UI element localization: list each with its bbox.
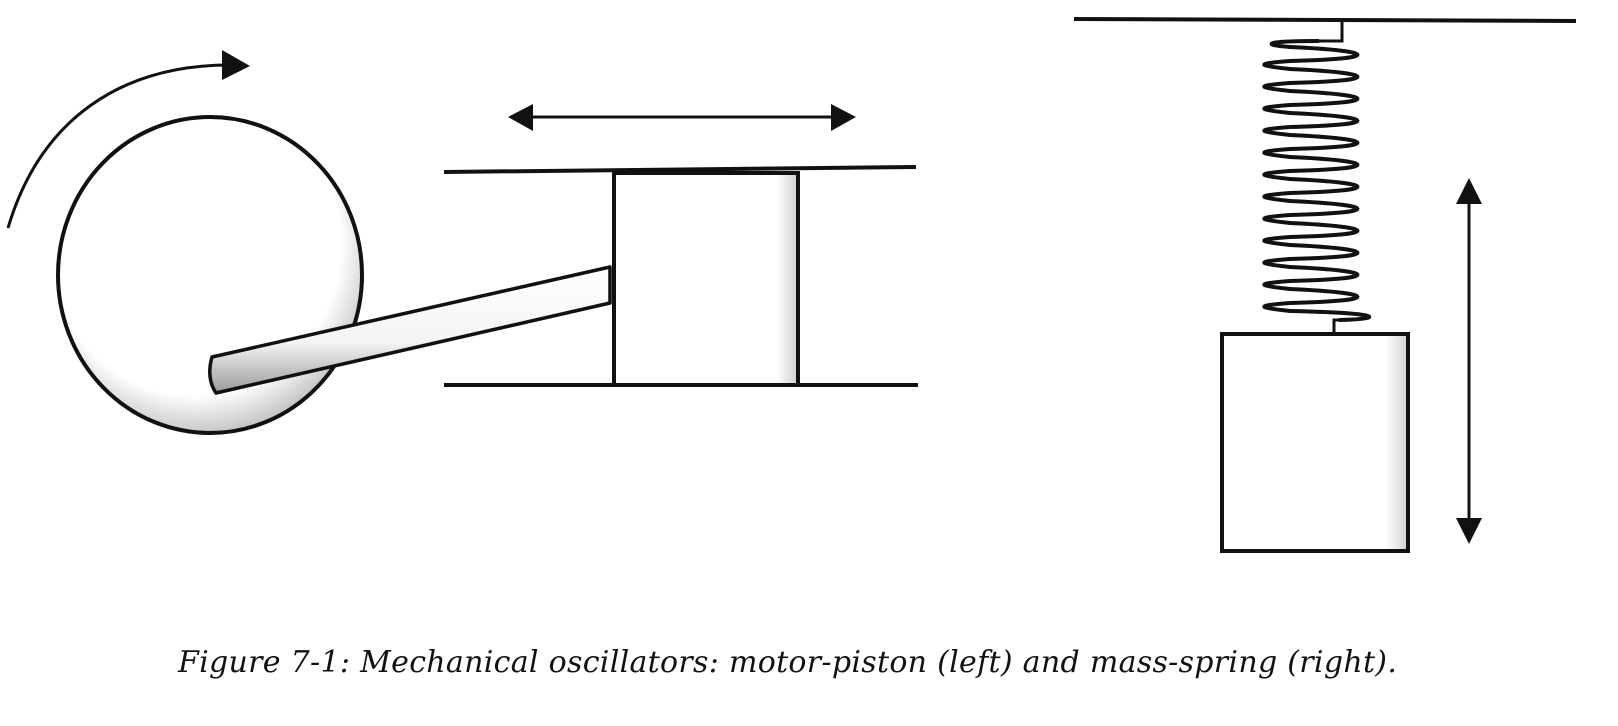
cylinder-top-wall — [443, 165, 917, 174]
arrowhead-left-icon — [508, 104, 533, 131]
connecting-rod — [208, 265, 612, 395]
motor-piston-panel — [6, 50, 918, 435]
rotation-arrowhead-icon — [222, 50, 250, 80]
piston-block — [612, 171, 800, 387]
arrowhead-up-icon — [1456, 178, 1482, 204]
motor-wheel — [56, 115, 364, 435]
mass-spring-panel — [1073, 17, 1577, 553]
arrowhead-down-icon — [1456, 518, 1482, 544]
arrowhead-right-icon — [831, 104, 856, 131]
ceiling-support — [1073, 17, 1577, 23]
spring-bottom-hook — [1332, 318, 1340, 335]
figure-caption: Figure 7-1: Mechanical oscillators: moto… — [178, 645, 1398, 680]
mass-block — [1220, 332, 1410, 553]
rotation-arrow-icon — [6, 63, 231, 229]
coil-spring — [1262, 39, 1372, 322]
spring-top-hook — [1318, 21, 1344, 43]
